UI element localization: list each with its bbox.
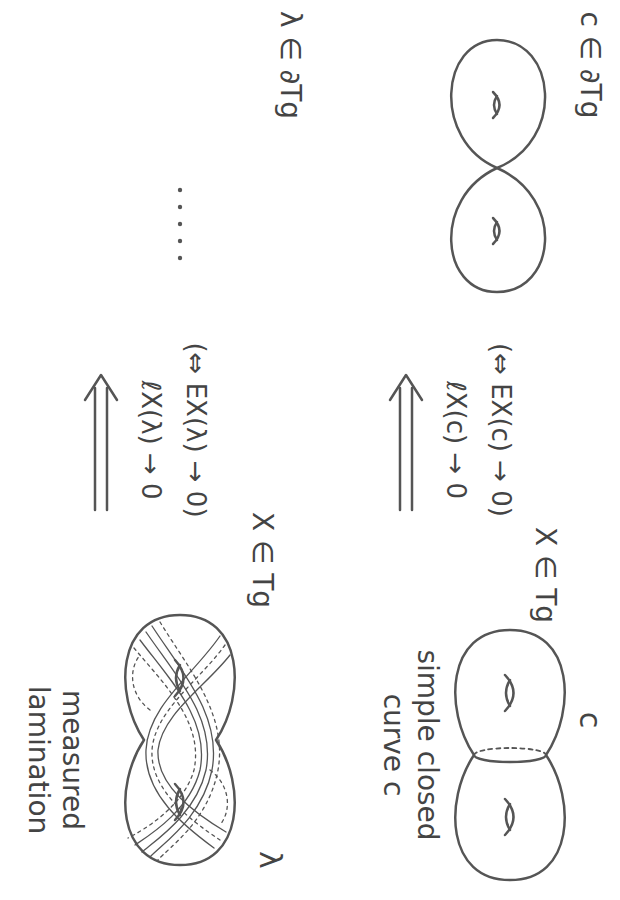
- boundary-label: c ∈ ∂Tg: [573, 12, 607, 119]
- limit-label: ℓX(c) → 0: [439, 381, 470, 499]
- curve-c-front: [474, 755, 546, 762]
- ellipsis-dots: [178, 188, 182, 260]
- limit-label: (⇔ EX(c) → 0): [484, 343, 515, 517]
- double-arrow: [85, 375, 117, 510]
- caption-label: measured lamination: [21, 645, 88, 875]
- curve-c-back: [474, 748, 546, 755]
- double-arrow: [390, 375, 422, 510]
- genus-two-surface: [455, 630, 564, 880]
- space-label: X ∈ Tg: [528, 527, 562, 623]
- lamination-label: λ: [252, 851, 288, 869]
- limit-label: ℓX(λ) → 0: [134, 380, 165, 499]
- space-label: X ∈ Tg: [245, 512, 279, 608]
- lamination-surface: [125, 615, 234, 865]
- curve-label: c: [572, 712, 608, 729]
- pinched-surface: [451, 40, 545, 292]
- caption-label: simple closed curve c: [376, 630, 443, 860]
- limit-label: (⇔ EX(λ) → 0): [179, 342, 210, 517]
- boundary-label: λ ∈ ∂Tg: [273, 11, 307, 119]
